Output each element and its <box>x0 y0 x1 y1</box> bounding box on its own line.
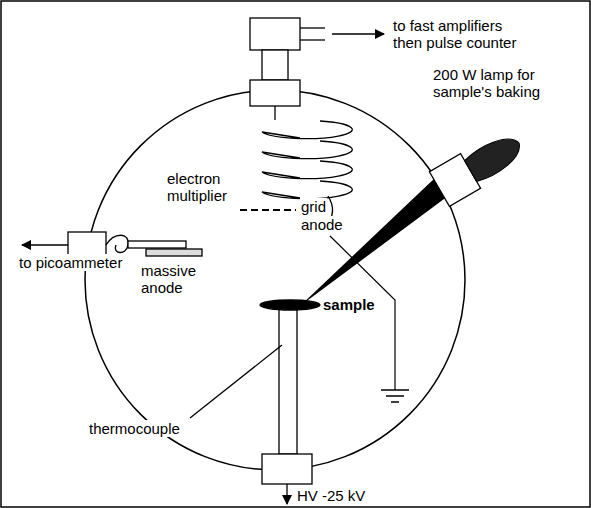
output-note: to fast amplifiers then pulse counter <box>392 17 529 51</box>
part-label: anode <box>300 216 344 233</box>
sample-holder <box>190 300 320 504</box>
electron-multiplier <box>262 121 352 199</box>
multiplier-coil <box>262 141 352 159</box>
voltage-label: HV -25 kV <box>296 487 366 504</box>
multiplier-coil <box>262 161 352 179</box>
multiplier-coil <box>262 121 352 139</box>
lamp-beam <box>300 176 448 306</box>
ground-symbol <box>381 390 409 402</box>
lamp-label: 200 W lamp for sample's baking <box>432 66 559 100</box>
part-label: sample <box>322 296 376 313</box>
chamber-wall <box>85 90 465 470</box>
lamp <box>429 126 529 207</box>
part-label: massive anode <box>140 262 206 296</box>
multiplier-lead <box>274 106 275 120</box>
multiplier-feedthrough <box>250 18 384 106</box>
multiplier-coil <box>262 181 352 199</box>
part-label: electron multiplier <box>166 170 243 204</box>
part-label: grid <box>300 198 327 215</box>
part-label: thermocouple <box>88 420 181 437</box>
grid-line <box>240 209 296 211</box>
output-note: to picoammeter <box>18 254 123 271</box>
